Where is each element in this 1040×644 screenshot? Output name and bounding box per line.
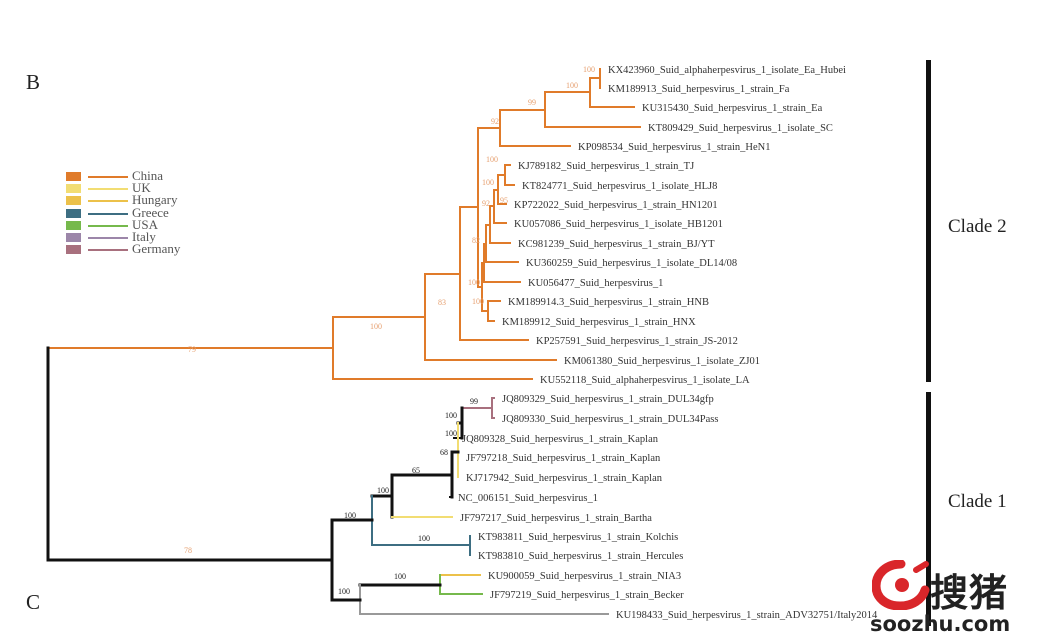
leaf-label: JQ809328_Suid_herpesvirus_1_strain_Kapla…	[462, 434, 659, 445]
legend-line	[88, 224, 128, 227]
support-value: 100	[445, 411, 457, 420]
leaf-label: NC_006151_Suid_herpesvirus_1	[458, 493, 598, 504]
leaf-label: JF797218_Suid_herpesvirus_1_strain_Kapla…	[466, 453, 661, 464]
support-value: 100	[377, 486, 389, 495]
legend-label: Germany	[132, 241, 181, 257]
legend-swatch	[66, 196, 81, 206]
legend-line	[88, 249, 128, 252]
support-value: 92	[491, 117, 499, 126]
legend-label: UK	[132, 180, 151, 196]
clade-2-label: Clade 2	[948, 216, 1007, 237]
support-value: 68	[440, 448, 448, 457]
leaf-label: KP722022_Suid_herpesvirus_1_strain_HN120…	[514, 200, 718, 211]
leaf-label: KU198433_Suid_herpesvirus_1_strain_ADV32…	[616, 610, 878, 621]
clade-2-bar	[926, 60, 931, 382]
legend-swatch	[66, 220, 81, 230]
legend-label: USA	[132, 216, 159, 232]
support-value: 65	[412, 466, 420, 475]
leaf-label: KM189913_Suid_herpesvirus_1_strain_Fa	[608, 84, 790, 95]
leaf-label: KP098534_Suid_herpesvirus_1_strain_HeN1	[578, 142, 771, 153]
legend-label: China	[132, 168, 164, 183]
support-value: 78	[184, 546, 192, 555]
soozhu-watermark: 搜猪 soozhu.com	[866, 560, 1036, 640]
leaf-label: JF797219_Suid_herpesvirus_1_strain_Becke…	[490, 590, 684, 601]
leaf-label: KU900059_Suid_herpesvirus_1_strain_NIA3	[488, 571, 681, 582]
support-value: 100	[583, 65, 595, 74]
legend-swatch	[66, 208, 81, 218]
support-value: 100	[566, 81, 578, 90]
legend-line	[88, 200, 128, 203]
legend-swatch	[66, 184, 81, 194]
leaf-label: KT983810_Suid_herpesvirus_1_strain_Hercu…	[478, 551, 683, 562]
leaf-label: KP257591_Suid_herpesvirus_1_strain_JS-20…	[536, 336, 738, 347]
leaf-label: KM061380_Suid_herpesvirus_1_isolate_ZJ01	[564, 356, 760, 367]
support-value: 99	[470, 397, 478, 406]
support-value: 83	[438, 298, 446, 307]
leaf-label: KU552118_Suid_alphaherpesvirus_1_isolate…	[540, 375, 750, 386]
leaf-label: JQ809330_Suid_herpesvirus_1_strain_DUL34…	[502, 414, 718, 425]
leaf-label: JF797217_Suid_herpesvirus_1_strain_Barth…	[460, 513, 652, 524]
soozhu-logo-icon	[872, 560, 930, 610]
legend-label: Italy	[132, 228, 156, 244]
support-value: 100	[445, 429, 457, 438]
legend-label: Greece	[132, 204, 169, 220]
support-value: 82	[472, 236, 480, 245]
support-value: 100	[338, 587, 350, 596]
support-value: 100	[486, 155, 498, 164]
panel-label-c: C	[26, 590, 41, 614]
legend-swatch	[66, 172, 81, 181]
support-value: 100	[344, 511, 356, 520]
watermark-url: soozhu.com	[870, 612, 1011, 636]
leaf-label: KC981239_Suid_herpesvirus_1_strain_BJ/YT	[518, 239, 715, 250]
leaf-label: KJ789182_Suid_herpesvirus_1_strain_TJ	[518, 161, 694, 172]
leaf-label: KX423960_Suid_alphaherpesvirus_1_isolate…	[608, 65, 846, 76]
support-value: 100	[394, 572, 406, 581]
legend-label: Hungary	[132, 192, 178, 208]
legend-swatch	[66, 232, 81, 242]
support-value: 100	[468, 278, 480, 287]
legend-line	[88, 188, 128, 191]
support-value: 99	[528, 98, 536, 107]
watermark-chinese-text: 搜猪	[930, 571, 1009, 615]
leaf-label: KU315430_Suid_herpesvirus_1_strain_Ea	[642, 103, 823, 114]
support-value: 100	[482, 178, 494, 187]
support-value: 100	[370, 322, 382, 331]
leaf-label: KT824771_Suid_herpesvirus_1_isolate_HLJ8	[522, 181, 717, 192]
leaf-label: KU056477_Suid_herpesvirus_1	[528, 278, 663, 289]
legend-line	[88, 212, 128, 215]
clade-1-bar	[926, 392, 931, 626]
support-value: 100	[418, 534, 430, 543]
legend-line	[88, 236, 128, 239]
panel-label-b: B	[26, 70, 41, 94]
support-value: 100	[472, 297, 484, 306]
legend-swatch	[66, 245, 81, 255]
support-value: 95	[500, 196, 508, 205]
leaf-label: KU057086_Suid_herpesvirus_1_isolate_HB12…	[514, 219, 723, 230]
leaf-label: KM189912_Suid_herpesvirus_1_strain_HNX	[502, 317, 696, 328]
support-value: 92	[482, 199, 490, 208]
leaf-label: KU360259_Suid_herpesvirus_1_isolate_DL14…	[526, 258, 737, 269]
leaf-label: JQ809329_Suid_herpesvirus_1_strain_DUL34…	[502, 394, 714, 405]
leaf-label: KJ717942_Suid_herpesvirus_1_strain_Kapla…	[466, 473, 663, 484]
clade-1-label: Clade 1	[948, 491, 1007, 512]
leaf-label: KM189914.3_Suid_herpesvirus_1_strain_HNB	[508, 297, 709, 308]
legend-line	[88, 176, 128, 178]
leaf-label: KT983811_Suid_herpesvirus_1_strain_Kolch…	[478, 532, 678, 543]
support-value: 79	[188, 345, 196, 354]
leaf-label: KT809429_Suid_herpesvirus_1_isolate_SC	[648, 123, 833, 134]
